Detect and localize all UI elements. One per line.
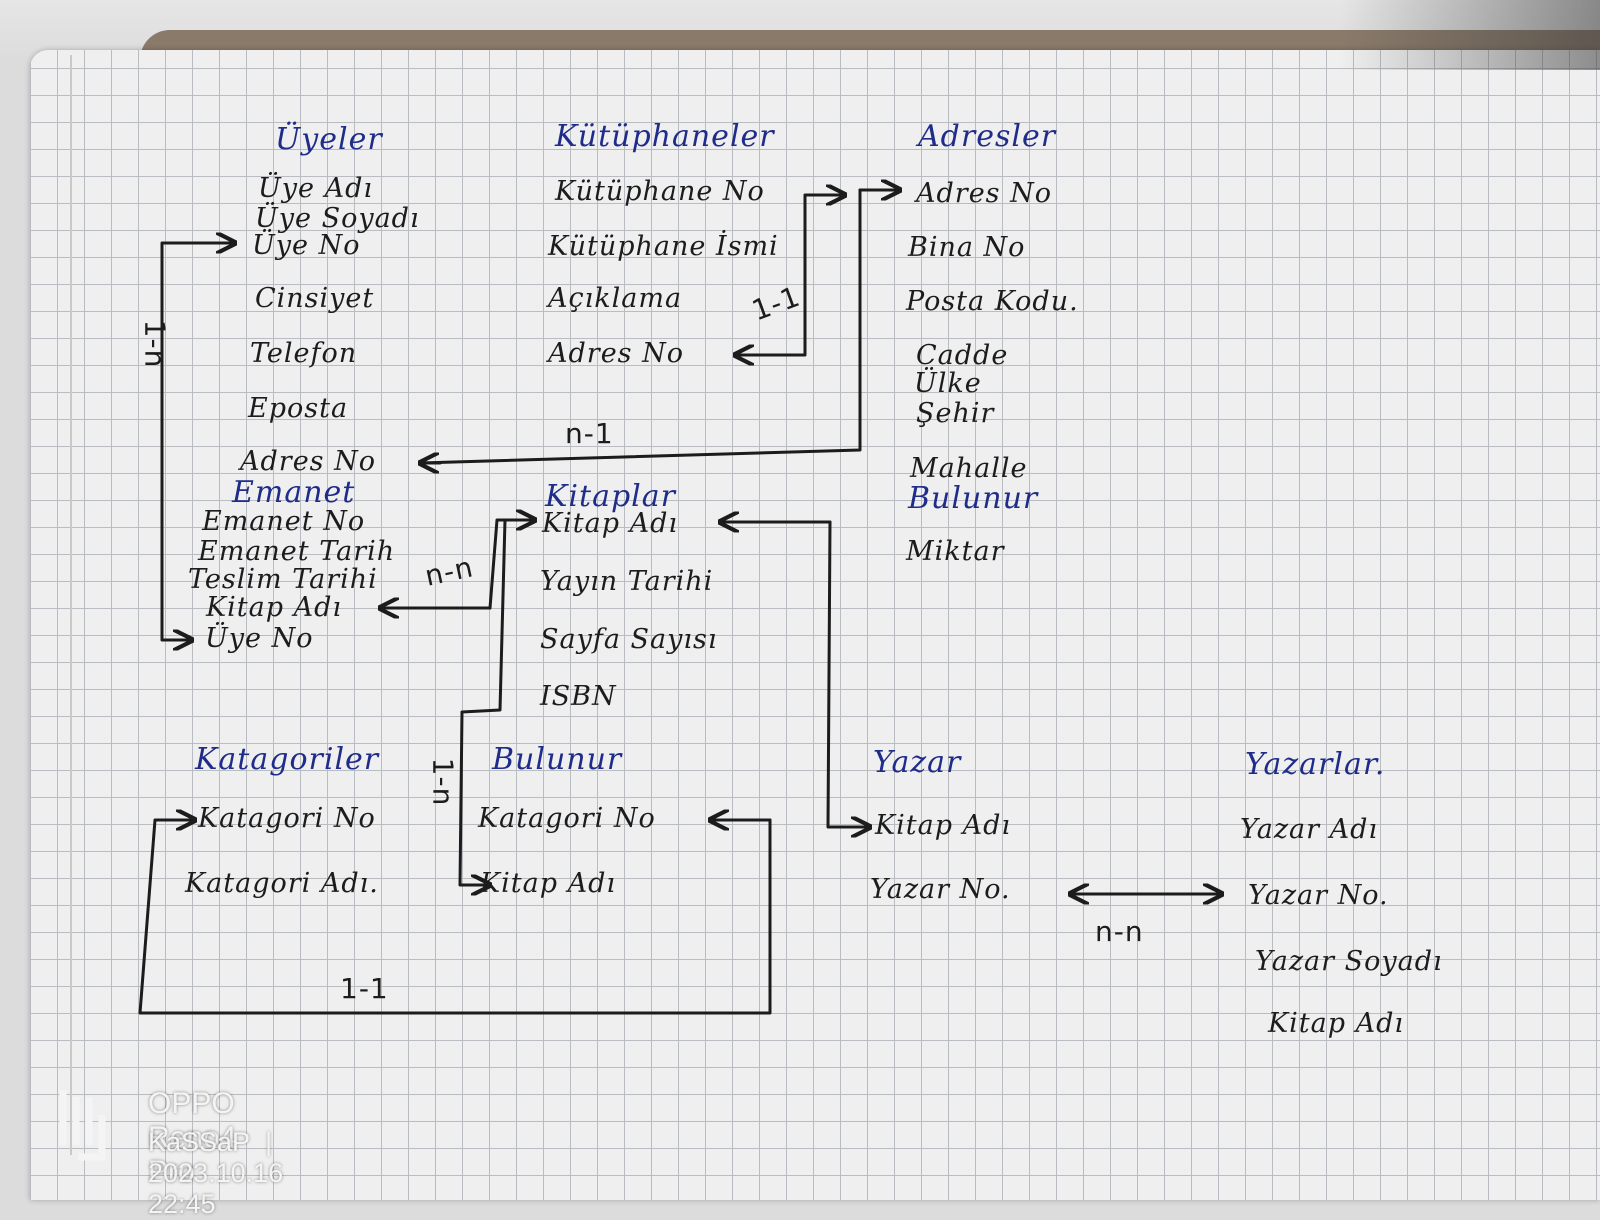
- entity-title-yazar: Yazar: [873, 745, 962, 780]
- watermark-meta: KaSSaP | 2023.10.16 22:45: [148, 1127, 283, 1220]
- uyeler-field-uye-adi: Üye Adı: [258, 173, 373, 204]
- kitaplar-field-yayin-tarihi: Yayın Tarihi: [540, 566, 714, 597]
- entity-title-bulunur: Bulunur: [492, 742, 623, 777]
- entity-title-bulunur-top: Bulunur: [908, 481, 1039, 516]
- emanet-field-emanet-tarih: Emanet Tarih: [198, 536, 396, 567]
- emanet-field-emanet-no: Emanet No: [202, 506, 366, 537]
- line-kitap-yazar-v: [826, 520, 870, 827]
- watermark-user: KaSSaP: [148, 1127, 250, 1157]
- uyeler-field-eposta: Eposta: [248, 393, 349, 424]
- rel-yazar-yazarlar: n-n: [1095, 915, 1144, 948]
- watermark-separator: |: [265, 1127, 273, 1157]
- uyeler-field-telefon: Telefon: [250, 338, 358, 369]
- bulunur-top-field-miktar: Miktar: [906, 536, 1005, 567]
- entity-title-emanet: Emanet: [232, 475, 356, 510]
- yazarlar-field-yazar-soyadi: Yazar Soyadı: [1255, 946, 1443, 977]
- entity-title-yazarlar: Yazarlar.: [1245, 747, 1386, 782]
- yazar-field-kitap-adi: Kitap Adı: [875, 810, 1012, 841]
- emanet-field-teslim-tarihi: Teslim Tarihi: [188, 564, 378, 595]
- yazar-field-yazar-no: Yazar No.: [870, 874, 1011, 905]
- entity-title-adresler: Adresler: [918, 119, 1057, 154]
- uyeler-field-adres-no: Adres No: [240, 446, 376, 477]
- kutuphaneler-field-no: Kütüphane No: [555, 176, 765, 207]
- yazarlar-field-kitap-adi: Kitap Adı: [1268, 1008, 1405, 1039]
- bulunur-field-katagori-no: Katagori No: [478, 803, 656, 834]
- adresler-field-posta-kodu: Posta Kodu.: [906, 286, 1079, 317]
- line-kitap-bulunur: [458, 518, 507, 885]
- kitaplar-field-sayfa-sayisi: Sayfa Sayısı: [540, 624, 718, 655]
- line-kutuphane-adres: [733, 195, 845, 357]
- adresler-field-cadde: Cadde: [916, 340, 1009, 371]
- grid-paper: [30, 50, 1600, 1200]
- adresler-field-bina-no: Bina No: [908, 232, 1026, 263]
- uyeler-field-uye-soyadi: Üye Soyadı: [255, 203, 420, 234]
- line-katagori-loop: [138, 820, 772, 1015]
- emanet-field-kitap-adi: Kitap Adı: [206, 592, 343, 623]
- uyeler-field-cinsiyet: Cinsiyet: [255, 283, 375, 314]
- adresler-field-ulke: Ülke: [914, 368, 982, 399]
- entity-title-uyeler: Üyeler: [275, 122, 383, 157]
- adresler-field-sehir: Şehir: [916, 398, 995, 429]
- photo-corner-shadow: [1340, 0, 1600, 70]
- rel-katagori-bulunur: 1-n: [426, 757, 460, 807]
- kutuphaneler-field-aciklama: Açıklama: [548, 283, 683, 314]
- kutuphaneler-field-adres-no: Adres No: [548, 338, 684, 369]
- line-uye-adres: [418, 188, 862, 465]
- emanet-field-uye-no: Üye No: [205, 623, 314, 654]
- katagoriler-field-adi: Katagori Adı.: [185, 868, 379, 899]
- rel-uye-adres: n-1: [565, 417, 614, 450]
- oppo-logo-icon: [59, 1090, 106, 1161]
- entity-title-kitaplar: Kitaplar: [545, 479, 676, 514]
- watermark-timestamp: 2023.10.16 22:45: [148, 1158, 284, 1219]
- entity-title-katagoriler: Katagoriler: [195, 742, 380, 777]
- entity-title-kutuphaneler: Kütüphaneler: [555, 119, 775, 154]
- rel-katagori-loop: 1-1: [340, 972, 389, 1005]
- kutuphaneler-field-ismi: Kütüphane İsmi: [548, 231, 779, 262]
- adresler-field-mahalle: Mahalle: [910, 453, 1028, 484]
- kitaplar-field-kitap-adi: Kitap Adı: [542, 508, 679, 539]
- adresler-field-adres-no: Adres No: [916, 178, 1052, 209]
- kitaplar-field-isbn: ISBN: [540, 681, 617, 712]
- bulunur-field-kitap-adi: Kitap Adı: [480, 868, 617, 899]
- watermark-device: OPPO Reno4 Pro: [148, 1087, 237, 1188]
- yazarlar-field-yazar-adi: Yazar Adı: [1240, 814, 1379, 845]
- katagoriler-field-no: Katagori No: [198, 803, 376, 834]
- line-emanet-kitap-v: [488, 520, 535, 610]
- paper-margin-line: [70, 55, 72, 1155]
- uyeler-field-uye-no: Üye No: [252, 230, 361, 261]
- yazarlar-field-yazar-no: Yazar No.: [1248, 880, 1389, 911]
- rel-uye-emanet: 1-n: [138, 319, 172, 369]
